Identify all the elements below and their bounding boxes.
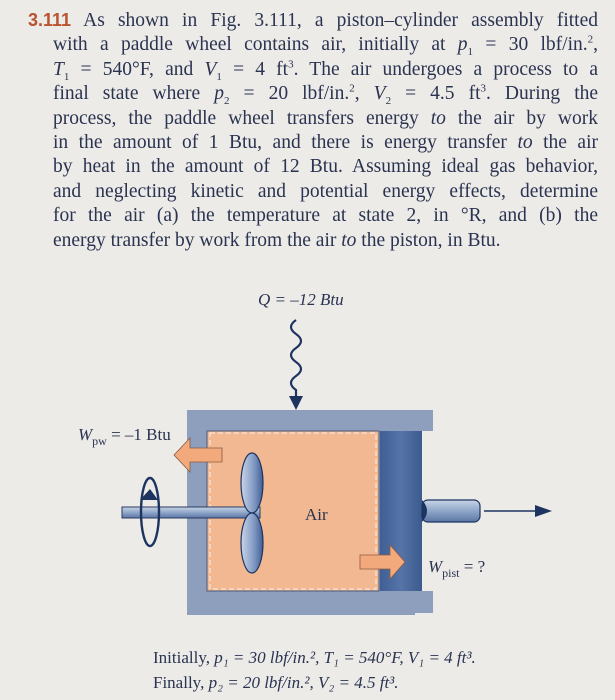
- heat-arrow-icon: [289, 319, 303, 402]
- piston-motion-arrowhead-icon: [535, 505, 552, 517]
- problem-line-4: final state where p2 = 20 lbf/in.2, V2 =…: [53, 82, 599, 108]
- problem-line-10: energy transfer by work from the air to …: [53, 229, 501, 251]
- figure-caption-summary: Initially, p₁ = 30 lbf/in.², T₁ = 540°F,…: [153, 645, 476, 695]
- rotation-arrow-icon: [139, 476, 161, 548]
- piston-work-label: Wpist = ?: [428, 557, 485, 580]
- paddle-shaft: [121, 506, 261, 519]
- initial-state-line: Initially, p₁ = 30 lbf/in.², T₁ = 540°F,…: [153, 648, 476, 667]
- problem-line-2: with a paddle wheel contains air, initia…: [53, 33, 599, 59]
- paddle-blade-top: [240, 452, 264, 514]
- problem-line-9: for the air (a) the temperature at state…: [53, 205, 598, 227]
- problem-number: 3.111: [28, 10, 72, 30]
- problem-line-7: by heat in the amount of 12 Btu. Assumin…: [53, 156, 598, 178]
- cylinder-bottom-extension: [415, 591, 433, 613]
- final-state-line: Finally, p₂ = 20 lbf/in.², V₂ = 4.5 ft³.: [153, 673, 399, 692]
- heat-arrowhead-icon: [289, 396, 303, 410]
- paddle-work-arrow-icon: [173, 436, 223, 474]
- problem-statement: 3.111 As shown in Fig. 3.111, a piston–c…: [28, 8, 598, 253]
- problem-line-3: T1 = 540°F, and V1 = 4 ft3. The air unde…: [53, 58, 599, 83]
- problem-line-5: process, the paddle wheel transfers ener…: [53, 107, 598, 129]
- heat-transfer-label: Q = –12 Btu: [258, 290, 344, 309]
- problem-line-8: and neglecting kinetic and potential ene…: [53, 180, 598, 202]
- problem-line-6: in the amount of 1 Btu, and there is ene…: [53, 132, 599, 154]
- problem-line-1: 3.111 As shown in Fig. 3.111, a piston–c…: [28, 10, 598, 31]
- piston-rod: [421, 499, 481, 523]
- cylinder-top-extension: [415, 410, 433, 431]
- paddle-blade-bottom: [240, 512, 264, 574]
- paddle-work-label: Wpw = –1 Btu: [78, 425, 171, 448]
- piston-work-arrow-icon: [359, 543, 406, 581]
- air-label: Air: [305, 505, 328, 524]
